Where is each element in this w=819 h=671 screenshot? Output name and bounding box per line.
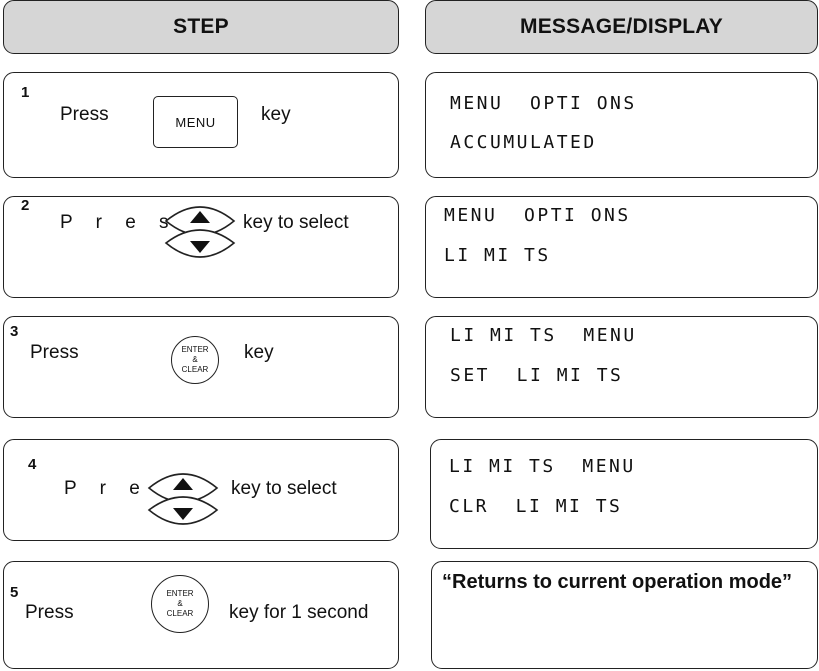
display-line-1: MENU OPTI ONS [444, 205, 631, 226]
up-down-arrow-keys [164, 206, 236, 258]
step-5-box: 5 Press ENTER & CLEAR key for 1 second [3, 561, 399, 669]
display-1-box: MENU OPTI ONS ACCUMULATED [425, 72, 818, 178]
display-3-box: LI MI TS MENU SET LI MI TS [425, 316, 818, 418]
message-column-header: MESSAGE/DISPLAY [425, 0, 818, 54]
step-press-label: Press [30, 342, 79, 363]
step-number: 4 [28, 456, 37, 473]
display-line-1: LI MI TS MENU [449, 456, 636, 477]
step-key-label: key for 1 second [229, 602, 369, 623]
step-1-box: 1 Press MENU key [3, 72, 399, 178]
display-line-1: MENU OPTI ONS [450, 93, 637, 114]
up-down-arrow-keys [147, 473, 219, 525]
step-4-box: 4 P r e s s key to select [3, 439, 399, 541]
display-description: “Returns to current operation mode” [442, 571, 793, 593]
step-header-label: STEP [173, 15, 229, 38]
step-2-box: 2 P r e s s key to select [3, 196, 399, 298]
display-line-2: CLR LI MI TS [449, 496, 623, 517]
message-header-label: MESSAGE/DISPLAY [520, 15, 723, 38]
step-3-box: 3 Press ENTER & CLEAR key [3, 316, 399, 418]
step-key-label: key [261, 104, 291, 125]
down-arrow-key-icon [147, 496, 219, 525]
display-line-2: LI MI TS [444, 245, 551, 266]
step-press-label: Press [60, 104, 109, 125]
up-arrow-key-icon [147, 473, 219, 503]
enter-clear-key-icon: ENTER & CLEAR [151, 575, 209, 633]
display-5-box: “Returns to current operation mode” [431, 561, 818, 669]
display-4-box: LI MI TS MENU CLR LI MI TS [430, 439, 818, 549]
down-arrow-key-icon [164, 229, 236, 258]
step-number: 2 [21, 197, 30, 214]
step-key-label: key to select [231, 478, 337, 499]
display-2-box: MENU OPTI ONS LI MI TS [425, 196, 818, 298]
step-press-label: P r e s s [60, 212, 211, 233]
step-number: 1 [21, 84, 30, 101]
step-number: 5 [10, 584, 19, 601]
menu-key: MENU [153, 96, 238, 148]
step-number: 3 [10, 323, 19, 340]
step-key-label: key to select [243, 212, 349, 233]
enter-clear-key-icon: ENTER & CLEAR [171, 336, 219, 384]
step-key-label: key [244, 342, 274, 363]
display-line-2: ACCUMULATED [450, 132, 597, 153]
step-column-header: STEP [3, 0, 399, 54]
display-line-1: LI MI TS MENU [450, 325, 637, 346]
step-press-label: Press [25, 602, 74, 623]
display-line-2: SET LI MI TS [450, 365, 624, 386]
